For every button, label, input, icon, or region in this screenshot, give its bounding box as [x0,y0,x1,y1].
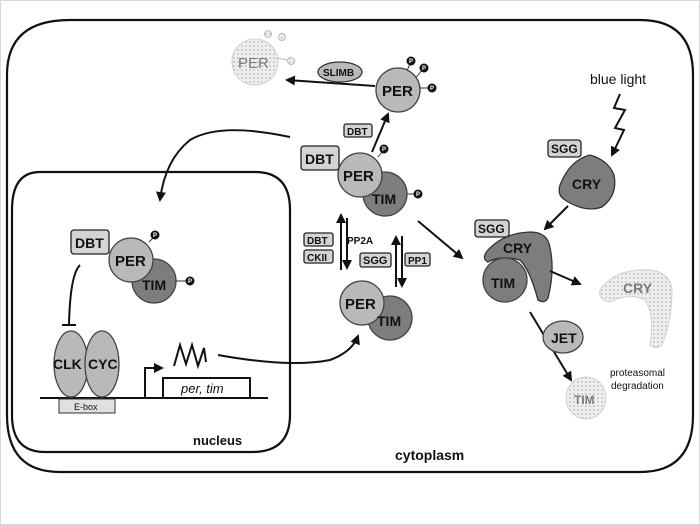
svg-text:TIM: TIM [574,393,595,407]
svg-text:TIM: TIM [142,277,166,293]
svg-text:CYC: CYC [88,356,118,372]
cytoplasmic-dbt-per-tim-complex: DBT PER TIM P P [300,144,423,217]
dbt-phosphorylation-arrow [371,112,390,153]
degraded-cry: CRY [599,269,673,348]
cry-degradation-arrow [549,270,582,286]
svg-text:SGG: SGG [478,222,505,236]
svg-text:DBT: DBT [305,151,334,167]
svg-text:P: P [422,66,426,72]
svg-text:DBT: DBT [347,127,368,138]
degraded-per: PER [231,30,295,86]
translation-arrow [217,334,360,365]
svg-text:SGG: SGG [363,255,387,267]
phosphate-icon: P [185,276,195,286]
phosphate-icon: P [379,144,389,154]
svg-text:P: P [430,86,434,92]
svg-text:CKII: CKII [307,253,327,264]
proteasomal-degradation-label-line1: proteasomal [610,368,665,379]
svg-text:CRY: CRY [503,240,533,256]
cry-tim-complex: CRY TIM [482,231,553,303]
e-box-promoter: E-box [58,398,116,414]
jet-badge: JET [542,320,584,354]
svg-text:P: P [416,192,420,198]
svg-text:PP2A: PP2A [347,236,373,247]
svg-text:DBT: DBT [75,235,104,251]
tim-to-cry-arrow [417,220,464,260]
phosphate-icon: P [413,189,423,199]
phosphate-icon: P [406,56,416,66]
slimb-badge: SLIMB [317,61,363,83]
svg-text:PER: PER [345,296,376,313]
blue-light-bolt-icon [610,93,627,157]
svg-text:DBT: DBT [307,236,328,247]
svg-text:CRY: CRY [572,176,602,192]
svg-text:PER: PER [382,83,413,100]
nuclear-entry-arrow [156,129,291,202]
svg-text:P: P [153,233,157,239]
transcription-start-arrow [144,363,164,398]
svg-text:P: P [382,147,386,153]
phosphate-icon: P [419,63,429,73]
svg-text:per, tim: per, tim [180,381,224,396]
repression-inhibition-line [68,264,81,326]
nuclear-dbt-per-tim-complex: DBT PER TIM P P [70,229,195,304]
per-tim-gene: per, tim [162,377,251,399]
blue-light-label: blue light [590,71,646,87]
svg-text:SLIMB: SLIMB [323,68,354,79]
svg-text:JET: JET [551,330,577,346]
phospho-per-top: PER P P P [375,56,437,113]
pp2a-badge: PP2A [347,236,373,247]
nucleus-label: nucleus [193,433,242,448]
svg-text:TIM: TIM [377,313,401,329]
cytoplasm-label: cytoplasm [395,447,464,463]
degraded-per-label: PER [238,55,269,72]
svg-text:CLK: CLK [53,356,82,372]
phosphate-icon: P [427,83,437,93]
degraded-tim: TIM [565,376,607,420]
sgg-badge-cry-tim: SGG [474,219,510,238]
svg-text:CRY: CRY [623,280,653,296]
svg-text:PER: PER [115,253,146,270]
sgg-badge-cry: SGG [547,139,582,158]
cry-protein: CRY [558,154,616,210]
mrna-icon [173,341,207,370]
dbt-badge-small: DBT [343,123,373,138]
sgg-badge-center: SGG [359,252,392,268]
cry-binding-arrow [543,205,569,231]
svg-text:PP1: PP1 [408,256,427,267]
svg-text:P: P [409,59,413,65]
clk-cyc-dimer: CLK CYC [53,330,120,398]
proteasomal-degradation-label-line2: degradation [611,381,664,392]
pp1-badge: PP1 [404,252,431,267]
svg-text:SGG: SGG [551,142,578,156]
dbt-badge: DBT [303,232,334,247]
svg-text:E-box: E-box [74,402,98,412]
nucleus-membrane [10,170,292,454]
svg-text:P: P [188,279,192,285]
ckii-badge: CKII [303,249,334,264]
slimb-degradation-arrow [285,75,376,87]
phosphate-icon: P [150,230,160,240]
per-tim-complex: PER TIM [339,280,413,341]
svg-text:TIM: TIM [372,191,396,207]
svg-text:PER: PER [343,168,374,185]
cell-membrane [5,18,695,474]
svg-text:TIM: TIM [491,275,515,291]
